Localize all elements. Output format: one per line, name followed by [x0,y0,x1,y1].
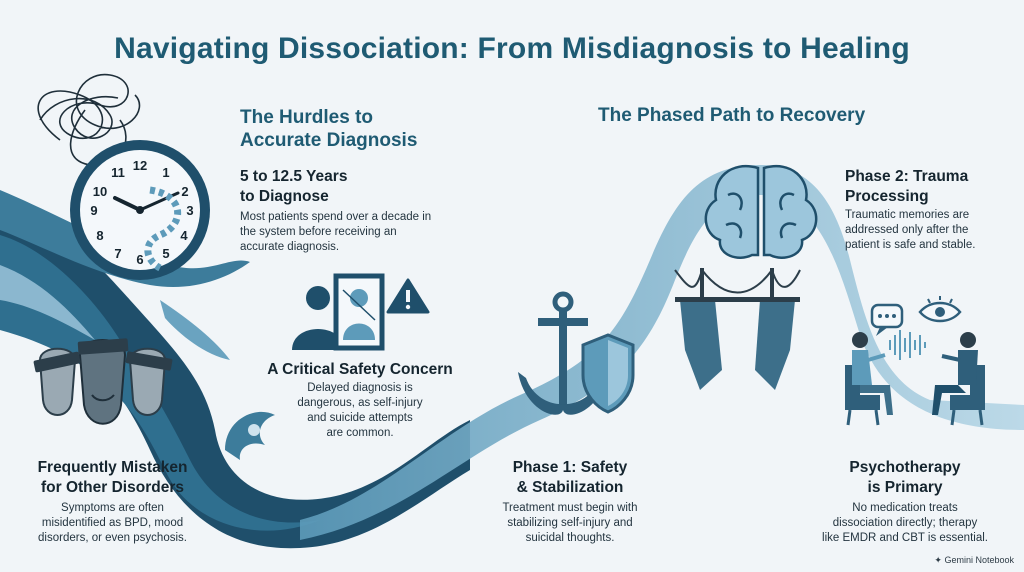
mistaken-text: Symptoms are often misidentified as BPD,… [38,502,187,544]
sparkle-icon: ✦ [934,555,945,565]
sound-wave-icon [889,330,926,360]
psychotherapy-text: No medication treats dissociation direct… [822,502,988,544]
years-text: Most patients spend over a decade in the… [240,211,432,253]
clock-number: 5 [162,246,169,261]
safety-text: Delayed diagnosis is dangerous, as self-… [297,382,423,439]
wave-icon [225,411,275,460]
warning-icon [386,278,430,314]
clock-number: 11 [111,165,125,180]
therapy-session-icon [845,332,985,426]
clock-number: 3 [186,203,193,218]
recovery-path [300,165,1024,540]
hurdles-heading: The Hurdles to Accurate Diagnosis [240,107,418,151]
clock-number: 8 [96,228,103,243]
mistaken-heading: Frequently Mistaken for Other Disorders [37,459,188,496]
phase1-text: Treatment must begin with stabilizing se… [502,502,638,544]
masks-icon [33,338,173,425]
recovery-heading: The Phased Path to Recovery [598,105,866,126]
phase1-heading: Phase 1: Safety & Stabilization [512,459,628,496]
years-heading: 5 to 12.5 Years to Diagnose [240,168,348,205]
clock-number: 12 [133,158,147,173]
clock-number: 6 [136,252,143,267]
footer-label: ✦ Gemini Notebook [934,555,1014,566]
brain-icon [704,165,818,259]
clock-number: 1 [162,165,169,180]
clock-icon: 12 1 2 3 4 5 6 7 8 9 10 11 [70,140,210,280]
clock-number: 10 [93,184,107,199]
psychotherapy-heading: Psychotherapy is Primary [849,459,961,496]
footer-text: Gemini Notebook [944,555,1014,565]
person-mirror-icon [292,273,385,351]
anchor-icon [518,291,608,415]
page-title: Navigating Dissociation: From Misdiagnos… [114,32,910,65]
clock-number: 2 [181,184,188,199]
eye-icon [918,296,962,323]
shield-icon [581,333,635,414]
safety-heading: A Critical Safety Concern [267,361,453,378]
clock-number: 4 [180,228,188,243]
phase2-heading: Phase 2: Trauma Processing [845,168,969,205]
clock-number: 7 [114,246,121,261]
clock-numbers: 12 1 2 3 4 5 6 7 8 9 10 11 [90,158,193,267]
speech-bubble-icon [870,303,904,336]
bridge-icon [674,267,801,390]
phase2-text: Traumatic memories are addressed only af… [845,209,976,251]
clock-number: 9 [90,203,97,218]
